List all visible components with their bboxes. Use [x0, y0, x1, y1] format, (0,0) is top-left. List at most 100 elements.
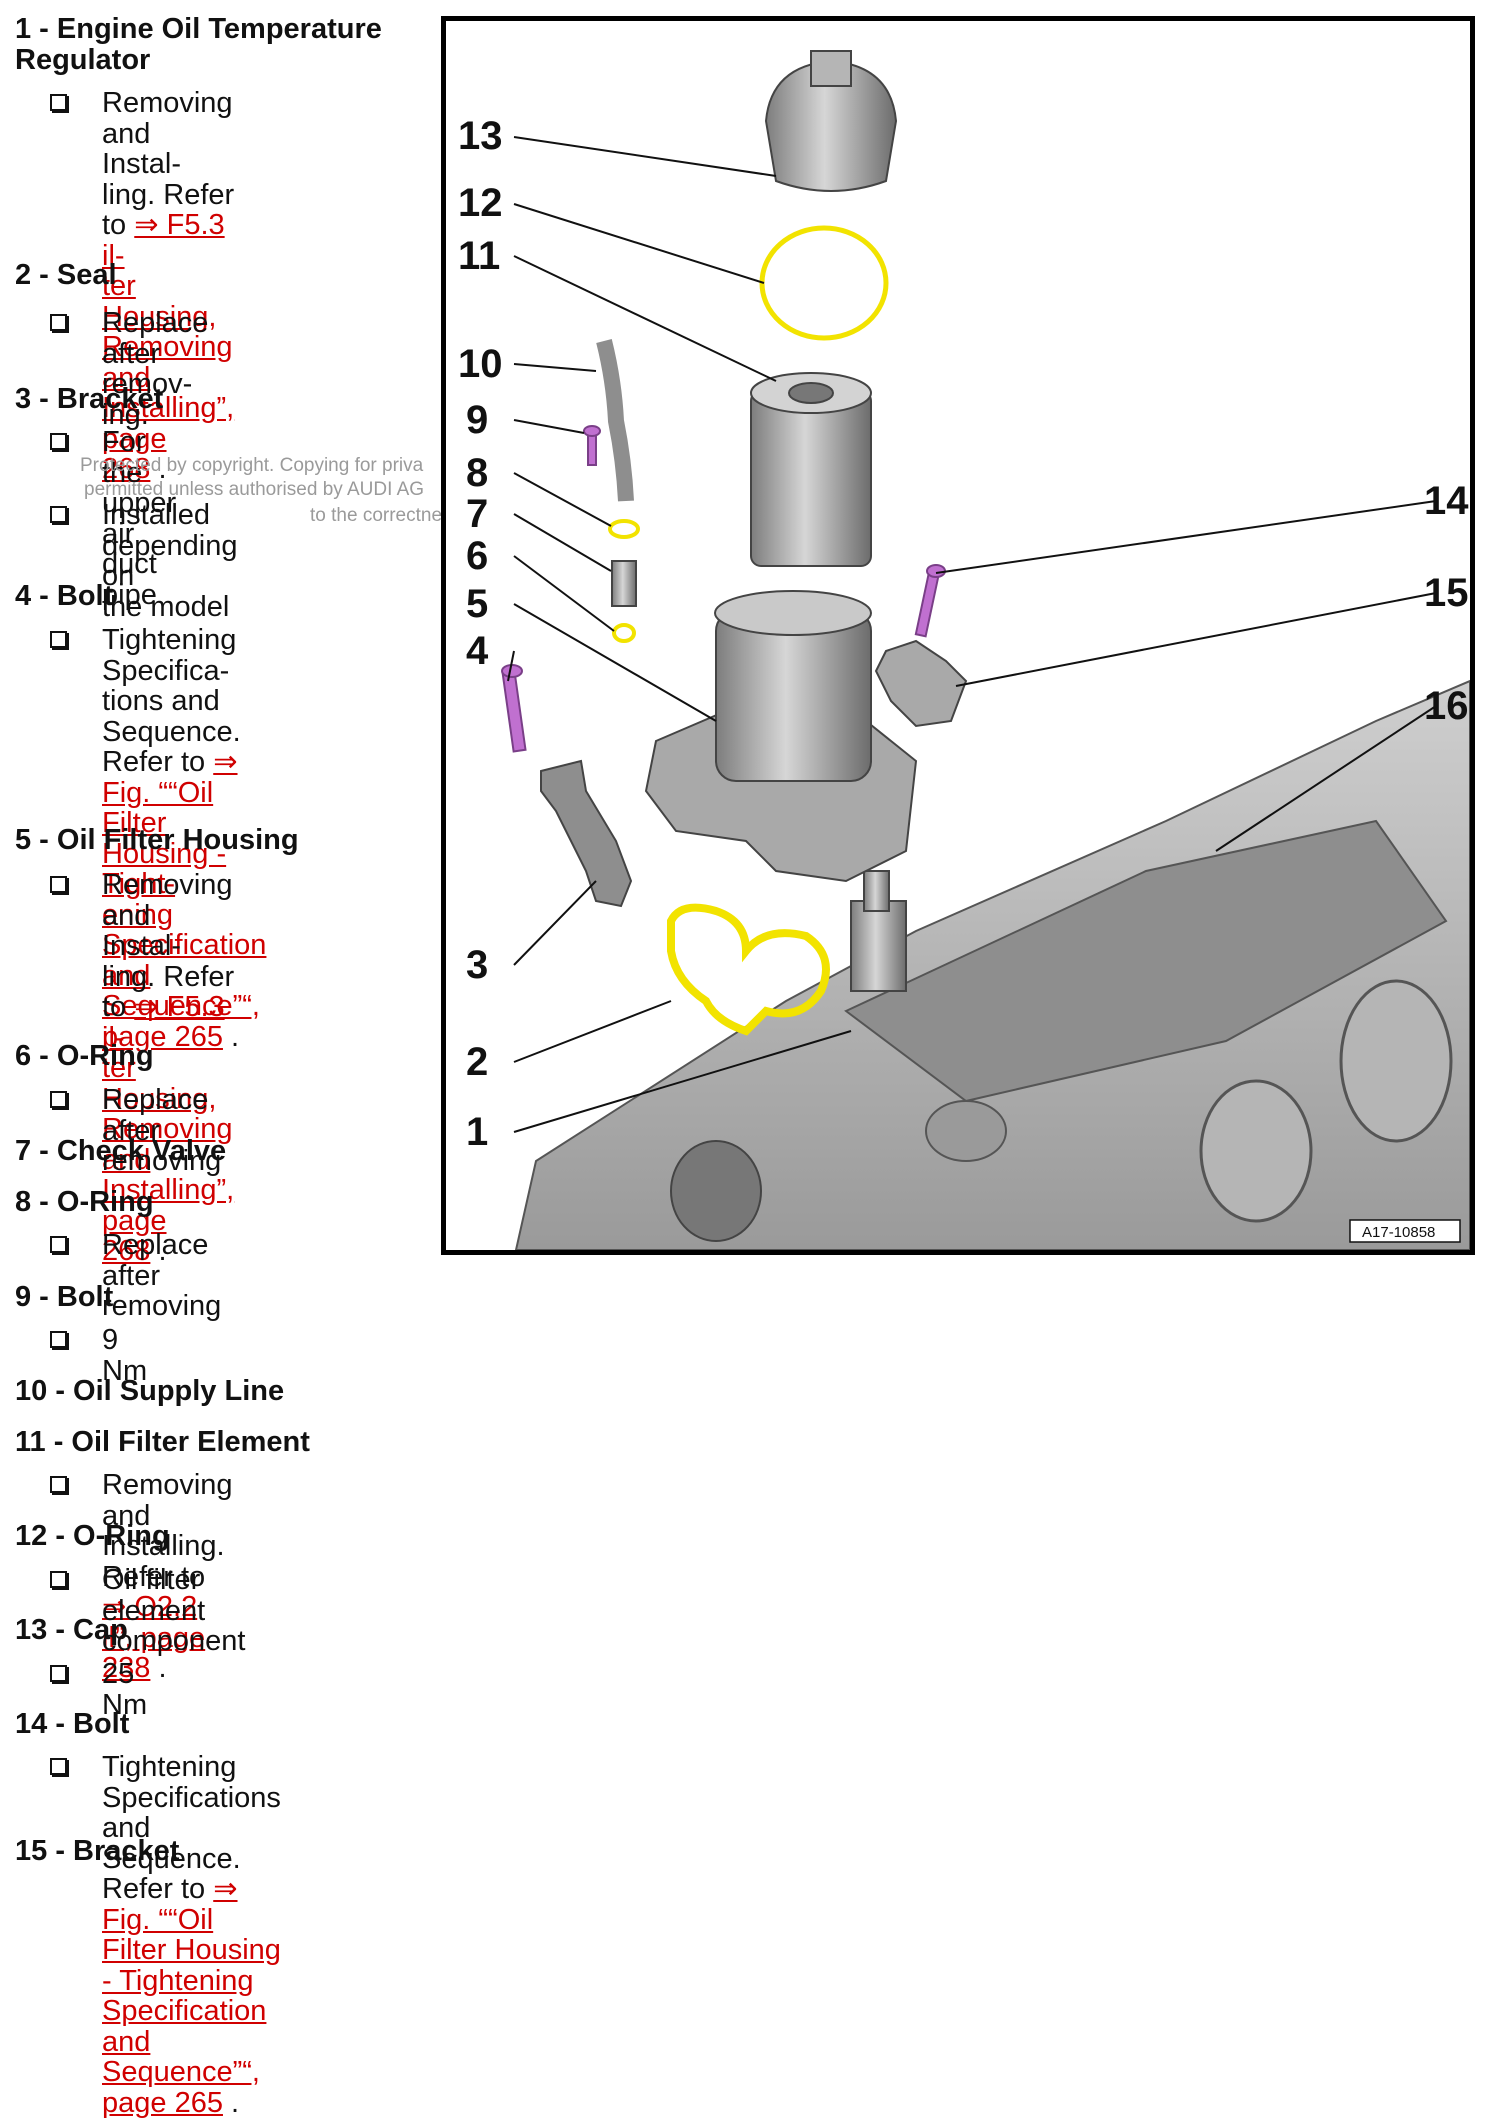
bullet-text: Replace after removing: [102, 1084, 222, 1177]
callout-12: 12: [458, 181, 503, 225]
item-1-head-line1: 1 - Engine Oil Temperature: [15, 13, 382, 45]
checkbox-icon: [50, 631, 67, 648]
item-14-head: 14 - Bolt: [15, 1708, 130, 1740]
figure-drawing: 13 12 11 10 9 8 7 6 5 4 3 2 1 14 15 16 A…: [458, 50, 1470, 1250]
callout-6: 6: [466, 534, 488, 578]
callout-7: 7: [466, 492, 488, 536]
bracket-upper: [874, 639, 968, 728]
item-12-head: 12 - O-Ring: [15, 1520, 170, 1552]
checkbox-icon: [50, 1758, 67, 1775]
bullet-text: Oil filter element component: [102, 1564, 246, 1657]
callout-numbers: 13 12 11 10 9 8 7 6 5 4 3 2 1 14 15 16: [458, 114, 1469, 1154]
item-1-head-line2: Regulator: [15, 44, 151, 76]
item-10-head: 10 - Oil Supply Line: [15, 1375, 285, 1407]
bullet-text: Removing and Installing. Refer to: [102, 1469, 233, 1593]
cylinder-bore: [1339, 979, 1453, 1143]
watermark-line: Protected by copyright. Copying for priv…: [80, 455, 424, 476]
bullet-text: 25 Nm: [102, 1658, 148, 1721]
bullet-text: Replace after removing: [102, 1229, 222, 1322]
cylinder-bore: [1199, 1079, 1313, 1223]
item-5-head: 5 - Oil Filter Housing: [15, 824, 299, 856]
callout-13: 13: [458, 114, 503, 158]
callout-4: 4: [466, 629, 489, 673]
housing-seal: [667, 903, 830, 1036]
bullet-end: .: [222, 1020, 240, 1053]
block-opening: [670, 1140, 762, 1242]
callout-11: 11: [458, 234, 500, 278]
checkbox-icon: [50, 433, 67, 450]
item-15-head: 15 - Bracket: [15, 1835, 180, 1867]
callout-14: 14: [1424, 479, 1469, 523]
item-13-head: 13 - Cap: [15, 1614, 128, 1646]
link-page-268[interactable]: 268: [102, 453, 151, 485]
checkbox-icon: [50, 1091, 67, 1108]
checkbox-icon: [50, 1665, 67, 1682]
link-page-265[interactable]: Sequence”“, page 265: [102, 990, 260, 1053]
figure-code: A17-10858: [1362, 1224, 1435, 1241]
callout-16: 16: [1424, 684, 1469, 728]
checkbox-icon: [50, 1331, 67, 1348]
bolt-4: [501, 669, 527, 753]
bullet-text: For the upper air duct: [102, 426, 177, 580]
bullet-text: 9 Nm: [102, 1324, 148, 1387]
link-f5-3-cont[interactable]: and Installing”, page: [102, 361, 235, 455]
link-f5-3-cont[interactable]: and Installing”, page: [102, 1143, 235, 1237]
item-4-head: 4 - Bolt: [15, 580, 114, 612]
callout-8: 8: [466, 451, 488, 495]
item-7-head: 7 - Check Valve: [15, 1135, 227, 1167]
link-f5-3[interactable]: ⇒ F5.3 il-: [102, 209, 225, 272]
link-f5-3-cont[interactable]: ter Housing, Removing: [102, 270, 233, 363]
bullet-text: ing.: [102, 398, 149, 431]
callout-15: 15: [1424, 571, 1469, 615]
link-o2-2[interactable]: ⇒ O2.2 il”, page 238: [102, 1591, 206, 1684]
bolt-14: [914, 569, 941, 638]
bullet-text: the model: [102, 590, 230, 623]
callout-1: 1: [466, 1110, 488, 1154]
figure-code-box: [1349, 1219, 1461, 1243]
watermark-line: permitted unless authorised by AUDI AG: [84, 479, 425, 500]
oil-filter-housing-cup: [715, 610, 872, 782]
link-f5-3[interactable]: ⇒ F5.3 il-: [102, 991, 225, 1054]
item-1-head: 1 - Engine Oil Temperature Regulator: [15, 14, 382, 76]
checkbox-icon: [50, 1236, 67, 1253]
callout-5: 5: [466, 582, 488, 626]
checkbox-icon: [50, 314, 67, 331]
item-11-head: 11 - Oil Filter Element: [15, 1426, 310, 1458]
bullet-text: Tightening Specifica-: [102, 624, 237, 687]
check-valve: [611, 560, 637, 607]
leader-lines: [507, 136, 1437, 1133]
checkbox-icon: [50, 1476, 67, 1493]
o-ring-8: [608, 519, 640, 539]
link-fig-tightening-cont[interactable]: Filter Housing - Tight-: [102, 807, 227, 900]
exploded-view-figure: 13 12 11 10 9 8 7 6 5 4 3 2 1 14 15 16 A…: [441, 16, 1475, 1255]
bullet-text: ling. Refer to: [102, 178, 235, 241]
bullet-text: pipe: [102, 578, 157, 611]
o-ring-12: [759, 225, 889, 341]
callout-9: 9: [466, 398, 488, 442]
bullet-end: .: [150, 1652, 167, 1684]
item-2-head: 2 - Seal: [15, 259, 117, 291]
bullet-text: Removing and Instal-: [102, 869, 233, 962]
checkbox-icon: [50, 1571, 67, 1588]
bullet-text: Tightening Specifications and Sequence. …: [102, 1751, 281, 1905]
temperature-regulator-stem: [863, 870, 890, 912]
bullet-text: Replace after remov-: [102, 307, 209, 400]
bullet-end: .: [150, 1235, 167, 1267]
bullet-text: tions and Sequence.: [102, 685, 241, 748]
bullet-text: Removing and Instal-: [102, 87, 233, 180]
bullet-text: Installed depending on: [102, 499, 238, 592]
callout-10: 10: [458, 342, 503, 386]
link-fig-tightening[interactable]: ⇒ Fig. ““Oil: [102, 746, 238, 809]
temperature-regulator: [850, 900, 907, 992]
link-f5-3-cont[interactable]: ter Housing, Removing: [102, 1052, 233, 1145]
link-page-268[interactable]: 268: [102, 1235, 151, 1267]
item-8-head: 8 - O-Ring: [15, 1186, 154, 1218]
link-fig-tightening-cont[interactable]: ening Specification and: [102, 898, 267, 992]
item-6-head: 6 - O-Ring: [15, 1040, 154, 1072]
bullet-end: .: [222, 2086, 240, 2119]
oil-supply-line: [596, 339, 634, 502]
oil-filter-element: [750, 390, 872, 567]
oil-port: [925, 1100, 1007, 1162]
checkbox-icon: [50, 876, 67, 893]
bullet-text: Refer to: [102, 746, 214, 778]
